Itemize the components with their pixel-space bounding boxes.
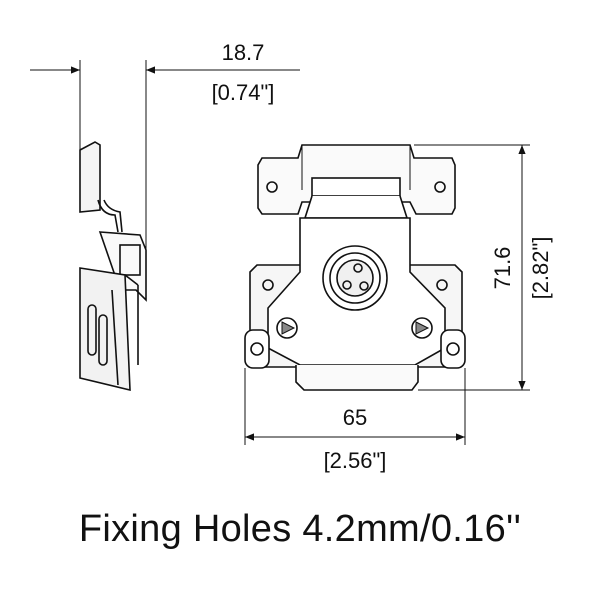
width-dimension: 65 [2.56"] — [244, 368, 466, 473]
height-dimension: 71.6 [2.82"] — [414, 144, 553, 391]
hook-bar — [311, 177, 401, 197]
width-metric-label: 65 — [343, 405, 367, 430]
height-imperial-label: [2.82"] — [528, 237, 553, 300]
keeper-hole-right — [434, 181, 446, 193]
roller-left-pin — [250, 342, 264, 356]
side-hook — [97, 199, 119, 233]
side-base-plate — [79, 267, 131, 392]
roller-left — [244, 329, 270, 369]
base-hole-left — [262, 279, 274, 291]
width-imperial-label: [2.56"] — [324, 448, 387, 473]
side-top-plate — [79, 141, 101, 213]
side-slot-1 — [87, 304, 97, 356]
lock-cylinder-face — [336, 259, 374, 297]
side-base-edge — [124, 274, 139, 286]
side-cam — [119, 244, 141, 276]
base-hole-right — [436, 279, 448, 291]
lever-sides — [299, 218, 411, 272]
height-metric-label: 71.6 — [490, 247, 515, 290]
rivet-right-mark — [415, 321, 430, 335]
roller-right-pin — [446, 342, 460, 356]
lock-pin-3 — [359, 281, 369, 291]
lock-pin-1 — [353, 263, 363, 273]
keeper-hole-left — [266, 181, 278, 193]
side-view — [79, 60, 147, 392]
side-slot-2 — [98, 314, 108, 366]
side-hook-inner — [103, 199, 123, 233]
side-crease — [111, 289, 119, 386]
depth-metric-label: 18.7 — [222, 40, 265, 65]
depth-dimension: 18.7 [0.74"] — [30, 40, 300, 105]
roller-right — [440, 329, 466, 369]
front-view — [244, 144, 466, 391]
lever-lip — [295, 365, 419, 391]
fixing-holes-caption: Fixing Holes 4.2mm/0.16'' — [78, 508, 522, 550]
hook-link — [303, 195, 409, 219]
depth-imperial-label: [0.74"] — [212, 80, 275, 105]
lock-pin-2 — [342, 280, 352, 290]
rivet-left-mark — [281, 321, 296, 335]
keeper-flanges — [301, 145, 411, 190]
